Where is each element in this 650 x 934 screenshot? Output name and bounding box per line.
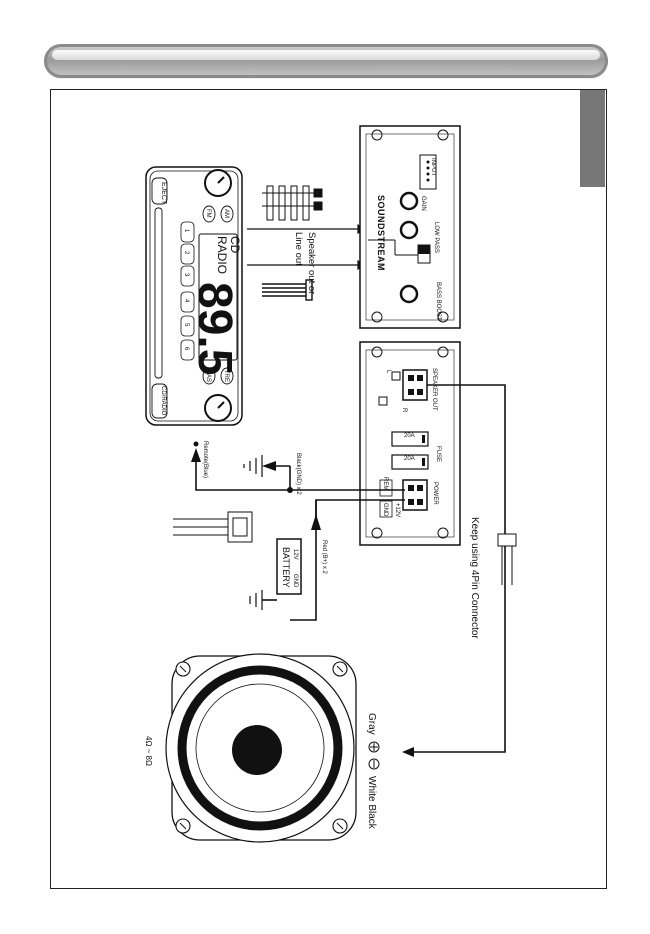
battery-label: BATTERY xyxy=(281,547,291,588)
right-channel-label: R xyxy=(401,408,407,413)
speaker-out-label: SPEAKER OUT xyxy=(431,368,437,411)
ground-arrow-icon xyxy=(262,461,276,471)
bplus-arrow-icon xyxy=(311,514,321,530)
remote-wire-label: Remote(Blue) xyxy=(202,441,208,478)
bass-boost-knob-icon xyxy=(401,286,417,302)
white-black-label: White Black xyxy=(366,776,377,830)
black-gnd-label: Black(GND) x 2 xyxy=(295,453,301,495)
four-pin-plug-icon xyxy=(498,534,516,585)
amp-brand: SOUNDSTREAM xyxy=(376,195,386,271)
speaker-icon xyxy=(166,654,356,842)
remote-arrow-icon xyxy=(191,448,201,462)
am-button[interactable]: AM xyxy=(223,209,229,218)
amp-input-label: INPUT xyxy=(430,158,436,176)
fuse-label: FUSE xyxy=(435,446,441,462)
speaker-out-or-label: Speaker out or xyxy=(306,232,317,294)
ground-symbol-icon xyxy=(244,455,262,477)
speaker-arrow-icon xyxy=(402,747,414,757)
amp-input-panel xyxy=(360,126,460,328)
battery-12v-label: 12V xyxy=(292,549,298,560)
keep-using-label: Keep using 4Pin Connector xyxy=(469,517,480,639)
fuse-rating-1: 20A xyxy=(404,433,415,439)
battery-gnd-label: GND xyxy=(292,574,298,588)
minus-icon xyxy=(369,759,379,769)
speaker-harness-icon xyxy=(262,280,312,300)
remote-terminal-label: REM xyxy=(382,477,388,490)
impedance-label: 4Ω ~ 8Ω xyxy=(144,736,153,766)
gain-label: GAIN xyxy=(420,196,426,211)
car-radio: EJECT CD/RADIO AM FM TRE BAS CD RADIO 89… xyxy=(146,167,242,425)
fm-button[interactable]: FM xyxy=(205,209,211,218)
low-pass-label: LOW PASS xyxy=(433,222,439,253)
battery-ground-symbol-icon xyxy=(250,590,262,610)
gain-knob-icon xyxy=(401,193,417,209)
gnd-terminal-label: GND xyxy=(382,503,388,517)
red-bplus-label: Red (B+) x 2 xyxy=(321,540,327,575)
display-cd: CD xyxy=(228,236,242,254)
display-radio: RADIO xyxy=(215,236,229,274)
line-out-label: Line out xyxy=(293,232,304,266)
rca-plugs-icon xyxy=(262,186,322,220)
display-frequency: 89.5 xyxy=(188,282,241,375)
eject-button[interactable]: EJECT xyxy=(160,182,167,205)
plus12v-terminal-label: +12V xyxy=(394,503,400,517)
fuse-rating-2: 20A xyxy=(404,456,415,462)
wire-connector-icon xyxy=(173,512,252,542)
power-label: POWER xyxy=(432,482,438,505)
gray-wire-label: Gray xyxy=(366,713,377,735)
cd-radio-button[interactable]: CD/RADIO xyxy=(160,386,166,416)
amp-power-panel xyxy=(360,342,460,545)
bass-boost-label: BASS BOOST xyxy=(435,282,441,321)
low-pass-knob-icon xyxy=(401,222,417,238)
plus-icon xyxy=(369,742,379,752)
